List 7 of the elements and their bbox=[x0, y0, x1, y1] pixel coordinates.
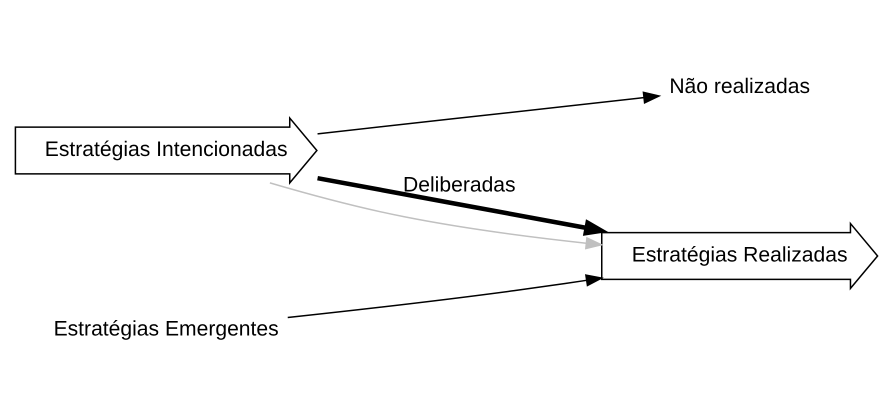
node-text: Estratégias Emergentes bbox=[54, 316, 279, 340]
arrow bbox=[288, 274, 604, 318]
arrow bbox=[317, 175, 608, 236]
arrow bbox=[270, 182, 604, 249]
node-text: Não realizadas bbox=[669, 74, 810, 98]
arrow bbox=[317, 90, 662, 134]
edge-label: Deliberadas bbox=[403, 172, 516, 196]
